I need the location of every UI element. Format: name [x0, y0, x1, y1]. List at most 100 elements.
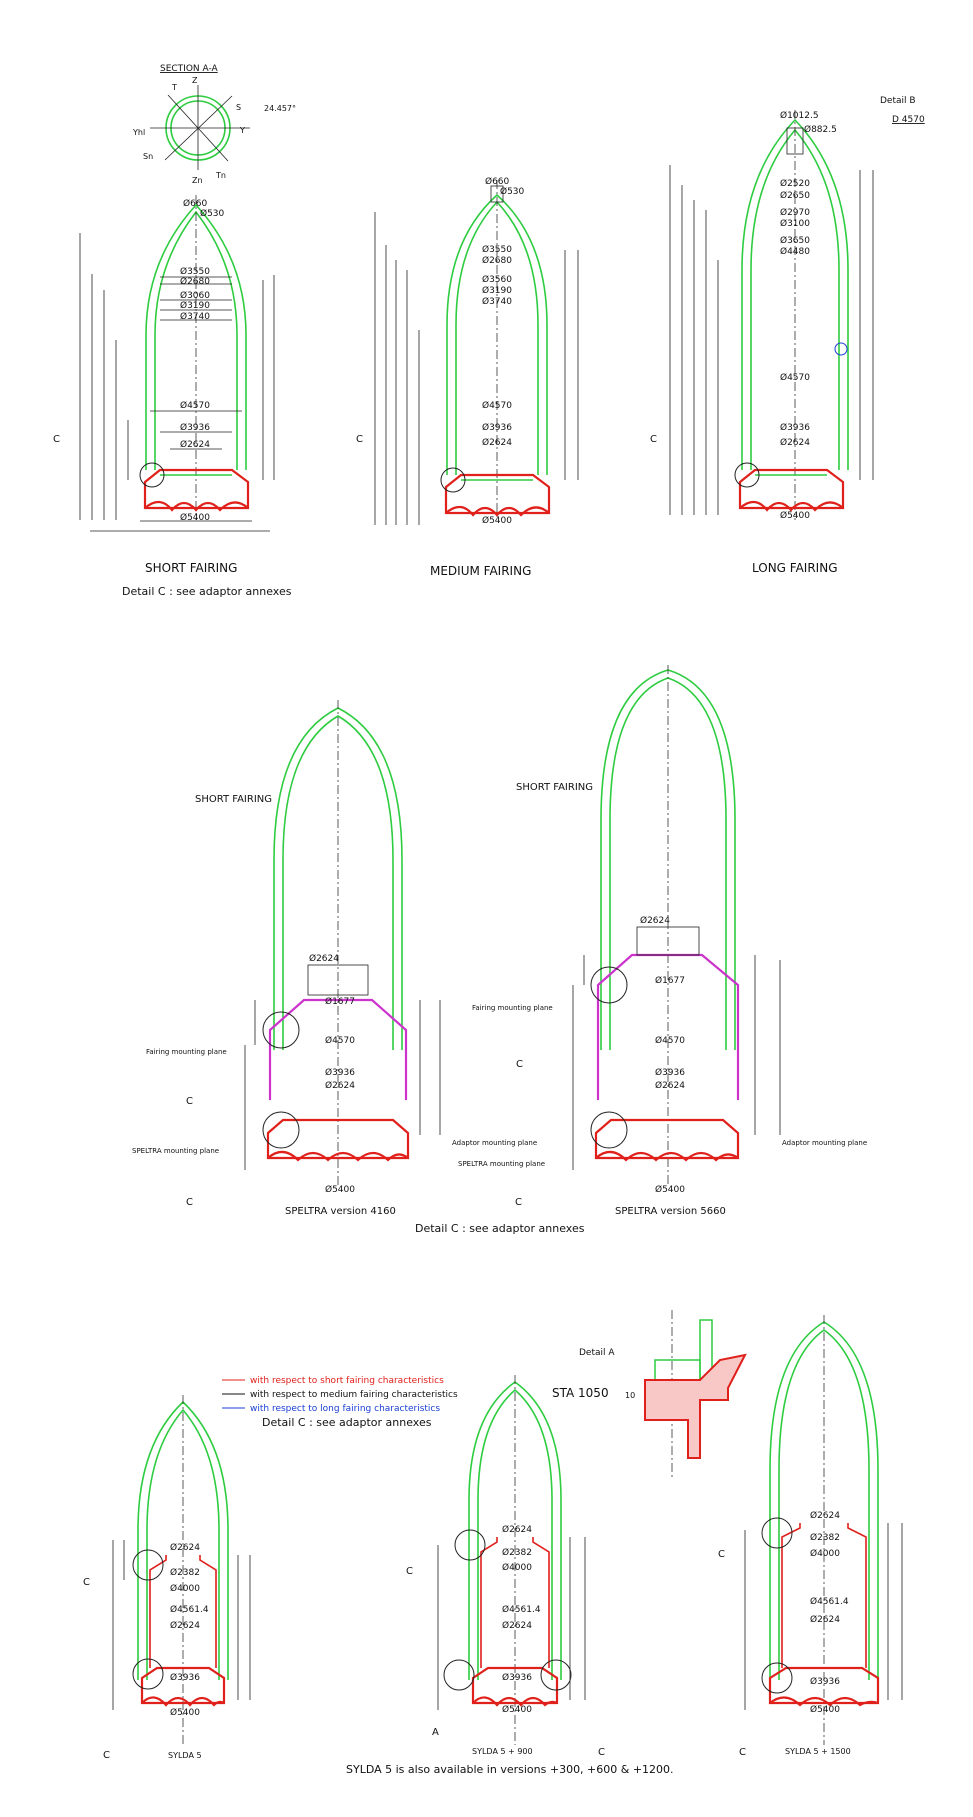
axis-t-label: T — [171, 83, 177, 92]
sylda-900-d0: Ø2624 — [502, 1524, 532, 1535]
top-row-detail-c-note: Detail C : see adaptor annexes — [122, 585, 292, 598]
axis-y-label: Y — [239, 126, 245, 135]
section-aa: SECTION A-A 24.457° Z T S Y Yhl Sn Zn Tn — [132, 64, 296, 185]
long-fairing-caption: LONG FAIRING — [752, 561, 838, 575]
short-fairing-d-2680: Ø2680 — [180, 276, 210, 287]
long-fairing-d-5400: Ø5400 — [780, 510, 810, 521]
long-fairing-d-3650: Ø3650 — [780, 235, 810, 246]
medium-fairing-caption: MEDIUM FAIRING — [430, 564, 531, 578]
sylda-1500-d3: Ø4561.4 — [810, 1596, 849, 1607]
axis-zn-label: Zn — [192, 176, 203, 185]
detail-a-ten: 10 — [625, 1391, 635, 1400]
sylda-5-c2: C — [103, 1750, 110, 1761]
long-fairing-d-4570: Ø4570 — [780, 372, 810, 383]
sylda-900-a: A — [432, 1727, 439, 1738]
speltra-4160-fairing-label: SHORT FAIRING — [195, 794, 272, 805]
axis-z-label: Z — [192, 76, 198, 85]
speltra-4160-d-low2: Ø2624 — [325, 1080, 355, 1091]
long-fairing-d-3936: Ø3936 — [780, 422, 810, 433]
mid-row-detail-c-note: Detail C : see adaptor annexes — [415, 1222, 585, 1235]
axis-sn-label: Sn — [143, 152, 153, 161]
speltra-4160-c2: C — [186, 1197, 193, 1208]
speltra-4160-c1: C — [186, 1096, 193, 1107]
detail-a-label: Detail A — [579, 1348, 615, 1358]
sylda-1500-d2: Ø4000 — [810, 1548, 840, 1559]
medium-fairing-top-d2: Ø530 — [500, 186, 525, 197]
short-fairing-drawing: Ø660 Ø530 Ø3550 Ø2680 Ø3060 Ø3190 Ø3740 … — [53, 195, 275, 575]
long-fairing-d-2624: Ø2624 — [780, 437, 810, 448]
short-fairing-c-label: C — [53, 434, 60, 445]
axis-tn-label: Tn — [215, 171, 226, 180]
sylda-5-d6: Ø5400 — [170, 1707, 200, 1718]
axis-s-label: S — [236, 103, 241, 112]
speltra-4160-d-base: Ø5400 — [325, 1184, 355, 1195]
short-fairing-d-3550: Ø3550 — [180, 266, 210, 277]
speltra-5660-d-cyl: Ø4570 — [655, 1035, 685, 1046]
sylda-5-c1: C — [83, 1577, 90, 1588]
medium-fairing-d-5400: Ø5400 — [482, 515, 512, 526]
short-fairing-top-d2: Ø530 — [200, 208, 225, 219]
sylda-1500-d1: Ø2382 — [810, 1532, 840, 1543]
long-fairing-d-4480: Ø4480 — [780, 246, 810, 257]
legend-short: with respect to short fairing characteri… — [250, 1376, 444, 1386]
short-fairing-d-3740: Ø3740 — [180, 311, 210, 322]
speltra-4160-caption: SPELTRA version 4160 — [285, 1206, 396, 1217]
medium-fairing-d-3740: Ø3740 — [482, 296, 512, 307]
speltra-4160-speltra-plane: SPELTRA mounting plane — [132, 1147, 219, 1155]
detail-b-circle — [834, 342, 848, 356]
sylda-5-caption: SYLDA 5 — [168, 1751, 202, 1760]
medium-fairing-d-4570: Ø4570 — [482, 400, 512, 411]
medium-fairing-d-3560: Ø3560 — [482, 274, 512, 285]
long-fairing-top-d2: Ø882.5 — [804, 124, 837, 135]
section-aa-title: SECTION A-A — [160, 64, 219, 74]
speltra-5660-d-top: Ø2624 — [640, 915, 670, 926]
long-fairing-top-d1: Ø1012.5 — [780, 110, 819, 121]
medium-fairing-d-3550: Ø3550 — [482, 244, 512, 255]
sylda-5-900-drawing: Ø2624 Ø2382 Ø4000 Ø4561.4 Ø2624 Ø3936 Ø5… — [406, 1375, 605, 1758]
sylda-900-d2: Ø4000 — [502, 1562, 532, 1573]
speltra-5660-fairing-plane: Fairing mounting plane — [472, 1004, 553, 1012]
speltra-4160-adaptor-plane: Adaptor mounting plane — [452, 1139, 537, 1147]
sylda-5-d0: Ø2624 — [170, 1542, 200, 1553]
sylda-legend: with respect to short fairing characteri… — [222, 1376, 458, 1429]
sylda-5-drawing: Ø2624 Ø2382 Ø4000 Ø4561.4 Ø2624 Ø3936 Ø5… — [83, 1395, 251, 1761]
speltra-5660-d-low: Ø3936 — [655, 1067, 685, 1078]
sylda-1500-caption: SYLDA 5 + 1500 — [785, 1747, 851, 1756]
speltra-5660-c2: C — [515, 1197, 522, 1208]
long-fairing-d-2650: Ø2650 — [780, 190, 810, 201]
section-aa-angle: 24.457° — [264, 104, 296, 113]
short-fairing-d-5400: Ø5400 — [180, 512, 210, 523]
medium-fairing-d-2624: Ø2624 — [482, 437, 512, 448]
sylda-1500-d4: Ø2624 — [810, 1614, 840, 1625]
speltra-5660-caption: SPELTRA version 5660 — [615, 1206, 726, 1217]
speltra-4160-d-cyl: Ø4570 — [325, 1035, 355, 1046]
sylda-1500-c1: C — [718, 1549, 725, 1560]
medium-fairing-d-3190: Ø3190 — [482, 285, 512, 296]
sylda-900-d4: Ø2624 — [502, 1620, 532, 1631]
sylda-5-d1: Ø2382 — [170, 1567, 200, 1578]
speltra-4160-fairing-plane: Fairing mounting plane — [146, 1048, 227, 1056]
short-fairing-caption: SHORT FAIRING — [145, 561, 237, 575]
speltra-5660-d-mid: Ø1677 — [655, 975, 685, 986]
detail-a-sta: STA 1050 — [552, 1386, 609, 1400]
speltra-4160-drawing: Ø2624 Ø1677 Ø4570 Ø3936 Ø2624 Ø5400 SHOR… — [132, 700, 537, 1217]
sylda-5-d2: Ø4000 — [170, 1583, 200, 1594]
short-fairing-d-4570: Ø4570 — [180, 400, 210, 411]
sylda-900-d5: Ø3936 — [502, 1672, 532, 1683]
speltra-5660-drawing: Ø2624 Ø1677 Ø4570 Ø3936 Ø2624 Ø5400 SHOR… — [458, 665, 867, 1217]
long-fairing-d-3100: Ø3100 — [780, 218, 810, 229]
sylda-900-d1: Ø2382 — [502, 1547, 532, 1558]
sylda-900-d6: Ø5400 — [502, 1704, 532, 1715]
medium-fairing-d-3936: Ø3936 — [482, 422, 512, 433]
sylda-900-c1: C — [406, 1566, 413, 1577]
long-fairing-drawing: Ø1012.5 Ø882.5 Ø2520 Ø2650 Ø2970 Ø3100 Ø… — [650, 110, 874, 575]
medium-fairing-drawing: Ø660 Ø530 Ø3550 Ø2680 Ø3560 Ø3190 Ø3740 … — [356, 176, 579, 578]
detail-b-dim: D 4570 — [892, 115, 925, 125]
legend-long: with respect to long fairing characteris… — [250, 1404, 440, 1414]
sylda-900-c2: C — [598, 1747, 605, 1758]
speltra-5660-speltra-plane: SPELTRA mounting plane — [458, 1160, 545, 1168]
speltra-4160-d-mid: Ø1677 — [325, 996, 355, 1007]
speltra-5660-d-base: Ø5400 — [655, 1184, 685, 1195]
short-fairing-d-2624: Ø2624 — [180, 439, 210, 450]
